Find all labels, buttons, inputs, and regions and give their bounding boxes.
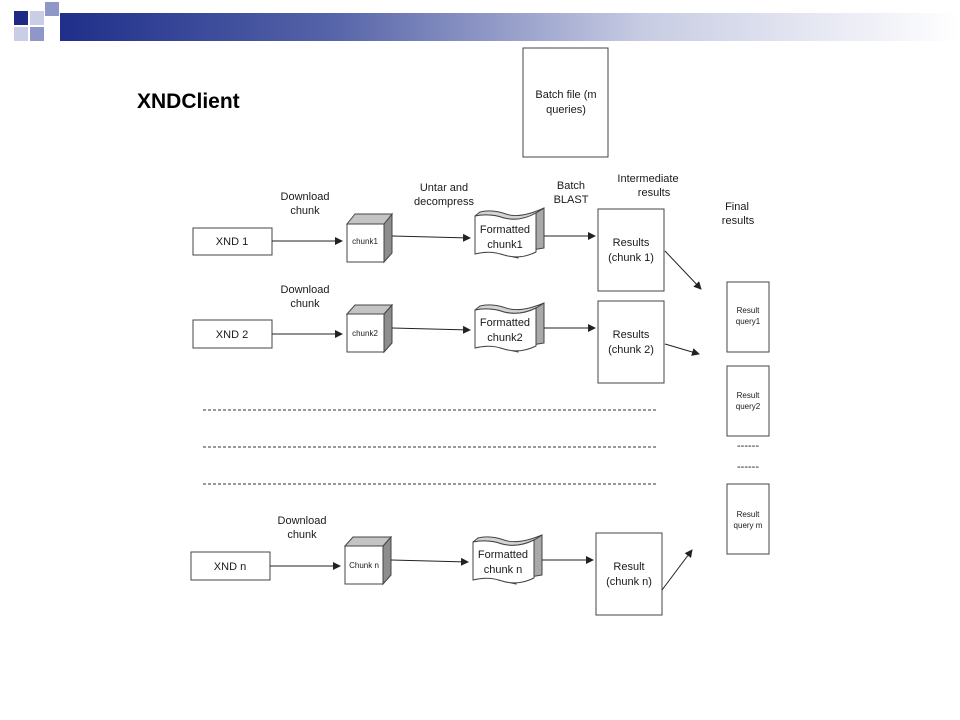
formatted-chunk-label-2: chunk2 [487, 332, 522, 344]
intermediate-label-2: results [638, 187, 671, 199]
row-2: Download chunk XND 2 chunk2 Formatted ch… [192, 284, 700, 384]
chunk-cube-top [345, 304, 394, 315]
arrow [390, 557, 469, 566]
xnd-node [190, 551, 271, 581]
batch-blast-label-2: BLAST [554, 194, 589, 206]
final-result-label-ma: Result [737, 510, 760, 519]
header-square-light-2 [14, 27, 28, 41]
formatted-chunk-label-2: chunk n [484, 564, 523, 576]
final-label-2: results [722, 215, 755, 227]
results-label-1: Result [613, 561, 644, 573]
arrow [661, 549, 693, 591]
final-result-label-1b: query1 [736, 317, 761, 326]
results-box [597, 300, 665, 384]
header-gradient-bar [60, 13, 960, 41]
xnd-node [192, 319, 273, 349]
header-square-mid [45, 2, 59, 16]
formatted-chunk-label-1: Formatted [480, 317, 530, 329]
download-label-2: chunk [290, 298, 320, 310]
intermediate-label-1: Intermediate [617, 173, 678, 185]
xnd-label: XND 1 [216, 236, 248, 248]
download-label-2: chunk [287, 529, 317, 541]
chunk-label: chunk2 [352, 329, 378, 338]
chunk-cube-front [346, 223, 385, 263]
final-result-label-mb: query m [734, 521, 763, 530]
untar-label-1: Untar and [420, 182, 468, 194]
chunk-label: chunk1 [352, 237, 378, 246]
results-label-2: (chunk 1) [608, 252, 654, 264]
slide-title: XNDClient [137, 90, 240, 113]
batch-file-label-2: queries) [546, 104, 586, 116]
xnd-label: XND n [214, 561, 246, 573]
formatted-chunk-shape [474, 307, 537, 352]
arrow [391, 325, 471, 334]
results-box [595, 532, 663, 616]
final-result-label-2b: query2 [736, 402, 761, 411]
formatted-chunk-shape [474, 212, 537, 258]
header-square-mid-2 [30, 27, 44, 41]
download-label-1: Download [278, 515, 327, 527]
final-result-label-2a: Result [737, 391, 760, 400]
untar-label-2: decompress [414, 196, 474, 208]
chunk-cube-front [346, 313, 385, 353]
batch-file-label-1: Batch file (m [535, 89, 596, 101]
final-ellipsis-2: ------ [737, 461, 759, 473]
final-result-box-2 [726, 365, 770, 437]
results-box [597, 208, 665, 292]
xnd-label: XND 2 [216, 329, 248, 341]
results-label-2: (chunk n) [606, 576, 652, 588]
final-result-label-1a: Result [737, 306, 760, 315]
batch-blast-label-1: Batch [557, 180, 585, 192]
row-n: Download chunk XND n Chunk n Formatted c… [190, 515, 693, 616]
formatted-chunk-label-1: Formatted [478, 549, 528, 561]
final-result-box-1 [726, 281, 770, 353]
results-label-2: (chunk 2) [608, 344, 654, 356]
batch-file-box [522, 47, 609, 158]
formatted-chunk-shape [472, 539, 535, 584]
chunk-label: Chunk n [349, 561, 379, 570]
formatted-chunk-label-2: chunk1 [487, 239, 522, 251]
chunk-cube-top [345, 213, 394, 225]
chunk-cube-top [343, 536, 393, 547]
arrow [664, 250, 702, 290]
download-label-1: Download [281, 191, 330, 203]
header-square-dark [14, 11, 28, 25]
xnd-node [192, 227, 273, 256]
arrow [391, 233, 471, 242]
final-ellipsis-1: ------ [737, 440, 759, 452]
download-label-2: chunk [290, 205, 320, 217]
download-label-1: Download [281, 284, 330, 296]
chunk-cube-front [344, 545, 384, 585]
final-result-box-m [726, 483, 770, 555]
row-1: Download chunk XND 1 chunk1 Formatted ch… [192, 191, 702, 292]
formatted-chunk-label-1: Formatted [480, 224, 530, 236]
results-label-1: Results [613, 329, 650, 341]
arrow [664, 343, 700, 356]
header-square-light [30, 11, 44, 25]
final-label-1: Final [725, 201, 749, 213]
results-label-1: Results [613, 237, 650, 249]
